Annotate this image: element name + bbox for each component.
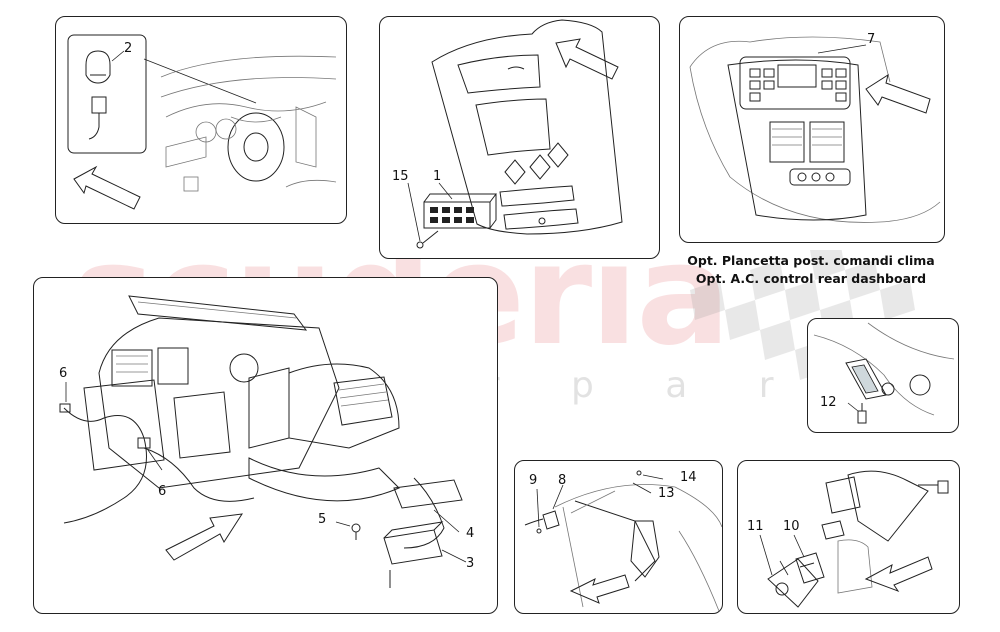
callout-8: 8	[558, 473, 567, 488]
caption-rear-dashboard-english: Opt. A.C. control rear dashboard	[695, 271, 927, 286]
callout-2: 2	[124, 41, 133, 56]
panel-rear-climate-control	[679, 16, 945, 243]
callout-6-left: 6	[59, 366, 68, 381]
callout-15: 15	[392, 169, 409, 184]
callout-5: 5	[318, 512, 327, 527]
callout-1: 1	[433, 169, 442, 184]
callout-14: 14	[680, 470, 697, 485]
callout-9: 9	[529, 473, 538, 488]
panel-hvac-unit	[33, 277, 498, 614]
caption-rear-dashboard-italian: Opt. Plancetta post. comandi clima	[687, 253, 935, 268]
callout-7: 7	[867, 32, 876, 47]
callout-12: 12	[820, 395, 837, 410]
callout-13: 13	[658, 486, 675, 501]
callout-6-lower: 6	[158, 484, 167, 499]
panel-dashboard-sensor	[55, 16, 347, 224]
panel-windscreen-sensor	[514, 460, 723, 614]
panel-front-climate-control	[379, 16, 660, 259]
callout-3: 3	[466, 556, 475, 571]
panel-rear-sensor	[737, 460, 960, 614]
panel-sensor-12	[807, 318, 959, 433]
callout-10: 10	[783, 519, 800, 534]
callout-11: 11	[747, 519, 764, 534]
callout-4: 4	[466, 526, 475, 541]
